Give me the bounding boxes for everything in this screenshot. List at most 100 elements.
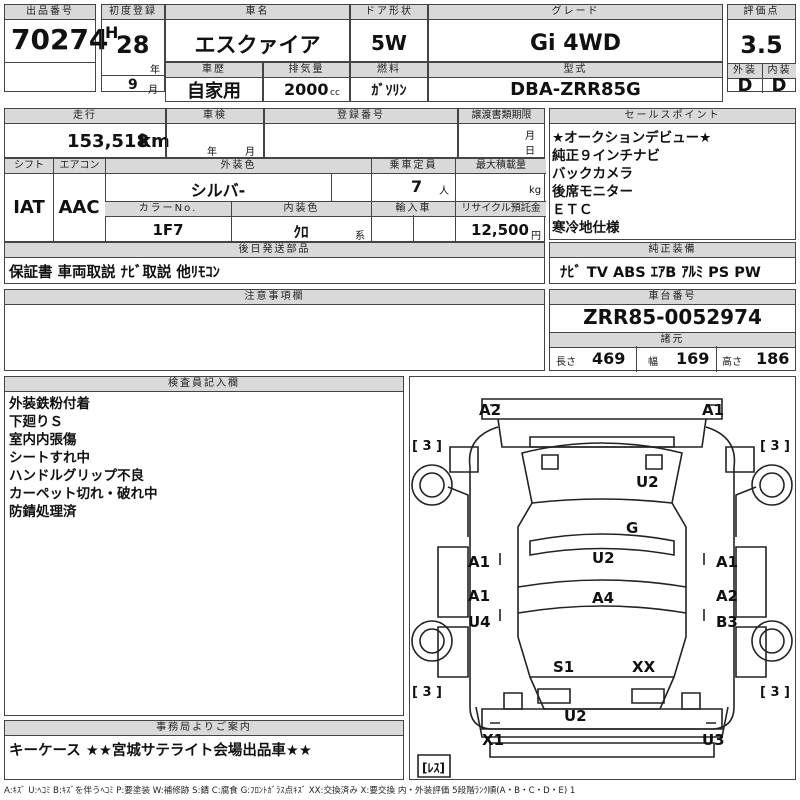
displacement-unit: cc: [330, 88, 340, 98]
mark-g: G: [626, 519, 639, 537]
equipment-label: 純正装備: [550, 243, 795, 258]
color-no-value: 1F7: [152, 221, 184, 239]
spare-tire-mark: [ﾚｽ]: [422, 761, 445, 775]
type-value: DBA-ZRR85G: [510, 79, 641, 100]
reg-no-label: 登録番号: [265, 109, 457, 124]
mileage-label: 走行: [5, 109, 165, 124]
displacement-box: 排気量 2000 cc: [263, 62, 350, 102]
era: H: [105, 23, 119, 42]
sales-point: ★オークションデビュー★: [552, 130, 712, 146]
inspection-year-unit: 年: [207, 147, 217, 158]
accessories-box: 後日発送部品 保証書 車両取説 ﾅﾋﾞ取説 他ﾘﾓｺﾝ: [4, 242, 545, 284]
model-value: エスクァイア: [194, 33, 321, 57]
mileage-box: 走行 153,518 km: [4, 108, 170, 158]
inspector-comment: ハンドルグリップ不良: [9, 468, 144, 484]
int-color-unit: 系: [355, 231, 365, 242]
reg-no-box: 登録番号: [264, 108, 458, 158]
history-value: 自家用: [187, 81, 241, 102]
inspector-box: 検査員記入欄 外装鉄粉付着 下廻りＳ 室内内張傷 シートすれ中 ハンドルグリップ…: [4, 376, 404, 716]
grade-label: グレード: [429, 5, 722, 20]
sales-points: ★オークションデビュー★ 純正９インチナビ バックカメラ 後席モニター ＥＴＣ …: [552, 129, 711, 237]
mileage-value: 153,518: [67, 131, 149, 152]
mark-u2-rear: U2: [564, 707, 587, 725]
recycle-label: リサイクル預託金: [455, 201, 546, 217]
inspector-comment: 外装鉄粉付着: [9, 396, 90, 412]
inspection-label: 車検: [167, 109, 263, 124]
year-unit: 年: [150, 65, 160, 76]
sales-box: セールスポイント ★オークションデビュー★ 純正９インチナビ バックカメラ 後席…: [549, 108, 796, 240]
exterior-label: 外装: [728, 63, 762, 79]
mark-u2-mid: U2: [592, 549, 615, 567]
inspector-comment: 下廻りＳ: [9, 414, 63, 430]
color-no-label: カラーNo.: [105, 201, 231, 217]
model-box: 車名 エスクァイア: [165, 4, 350, 62]
ac-label: エアコン: [53, 159, 105, 174]
lot-label: 出品番号: [5, 5, 95, 20]
spec-label: 諸元: [550, 332, 795, 348]
max-load-unit: kg: [529, 185, 542, 196]
score-value: 3.5: [740, 31, 783, 59]
inspector-label: 検査員記入欄: [5, 377, 403, 392]
interior-value: D: [771, 75, 787, 96]
mileage-unit: km: [139, 131, 170, 152]
inspection-box: 車検 年 月: [166, 108, 264, 158]
width-label: 幅: [648, 357, 658, 368]
history-box: 車歴 自家用: [165, 62, 263, 102]
equipment-box: 純正装備 ﾅﾋﾞ TV ABS ｴｱB ｱﾙﾐ PS PW: [549, 242, 796, 284]
inspector-comment: 防錆処理済: [9, 504, 77, 520]
displacement-value: 2000: [284, 80, 329, 99]
tire-front-right: [ 3 ]: [760, 439, 790, 454]
shift-label: シフト: [5, 159, 53, 174]
chassis-value: ZRR85-0052974: [583, 305, 762, 329]
first-reg-label: 初度登録: [102, 5, 164, 20]
chassis-label: 車台番号: [550, 290, 795, 305]
door-value: 5W: [371, 31, 407, 55]
ac-value: AAC: [58, 197, 100, 218]
score-label: 評価点: [728, 5, 795, 20]
accessories-label: 後日発送部品: [5, 243, 544, 258]
car-outline: [411, 398, 793, 778]
notes-box: 注意事項欄: [4, 289, 545, 371]
height-label: 高さ: [722, 357, 742, 368]
door-box: ドア形状 5W: [350, 4, 428, 62]
score-box: 評価点 3.5 外装 内装 D D: [727, 4, 796, 96]
ext-color-label: 外装色: [105, 159, 371, 174]
mark-a2-top: A2: [479, 401, 502, 419]
transfer-box: 譲渡書類期限 月 日: [458, 108, 545, 158]
capacity-label: 乗車定員: [371, 159, 455, 174]
grade-value: Gi 4WD: [529, 31, 622, 56]
inspector-comment: シートすれ中: [9, 450, 90, 466]
recycle-unit: 円: [531, 231, 541, 242]
mark-a1-top: A1: [702, 401, 725, 419]
office-label: 事務局よりご案内: [5, 721, 403, 736]
first-reg-box: 初度登録 H 28 年 9 月: [101, 4, 165, 96]
car-diagram: A2 A1 [ 3 ] [ 3 ] U2 G U2 A1 A1 A4 A1 A2…: [409, 376, 796, 780]
inspector-comments: 外装鉄粉付着 下廻りＳ 室内内張傷 シートすれ中 ハンドルグリップ不良 カーペッ…: [9, 395, 158, 521]
office-value: キーケース ★★宮城サテライト会場出品車★★: [9, 743, 312, 759]
history-label: 車歴: [166, 63, 262, 78]
length-value: 469: [592, 349, 626, 368]
exterior-value: D: [737, 75, 753, 96]
office-box: 事務局よりご案内 キーケース ★★宮城サテライト会場出品車★★: [4, 720, 404, 780]
grade-box: グレード Gi 4WD: [428, 4, 723, 62]
mark-b3: B3: [716, 613, 738, 631]
ext-color-value: シルバ-: [190, 181, 246, 200]
sales-point: ＥＴＣ: [552, 202, 593, 218]
mark-a4: A4: [592, 589, 615, 607]
tire-front-left: [ 3 ]: [412, 439, 442, 454]
chassis-box: 車台番号 ZRR85-0052974 諸元 長さ 469 幅 169 高さ 18…: [549, 289, 796, 372]
inspection-month-unit: 月: [245, 147, 255, 158]
reg-month: 9: [128, 77, 138, 93]
capacity-unit: 人: [439, 186, 449, 197]
mark-a1-right1: A1: [716, 553, 739, 571]
mark-u4: U4: [468, 613, 491, 631]
type-box: 型式 DBA-ZRR85G: [428, 62, 723, 102]
sales-label: セールスポイント: [550, 109, 795, 124]
tire-rear-left: [ 3 ]: [412, 685, 442, 700]
accessories-value: 保証書 車両取説 ﾅﾋﾞ取説 他ﾘﾓｺﾝ: [9, 265, 220, 281]
door-label: ドア形状: [351, 5, 427, 20]
sales-point: 後席モニター: [552, 184, 633, 200]
reg-year: 28: [116, 31, 150, 59]
int-color-label: 内装色: [231, 201, 371, 217]
mark-a2-right2: A2: [716, 587, 739, 605]
